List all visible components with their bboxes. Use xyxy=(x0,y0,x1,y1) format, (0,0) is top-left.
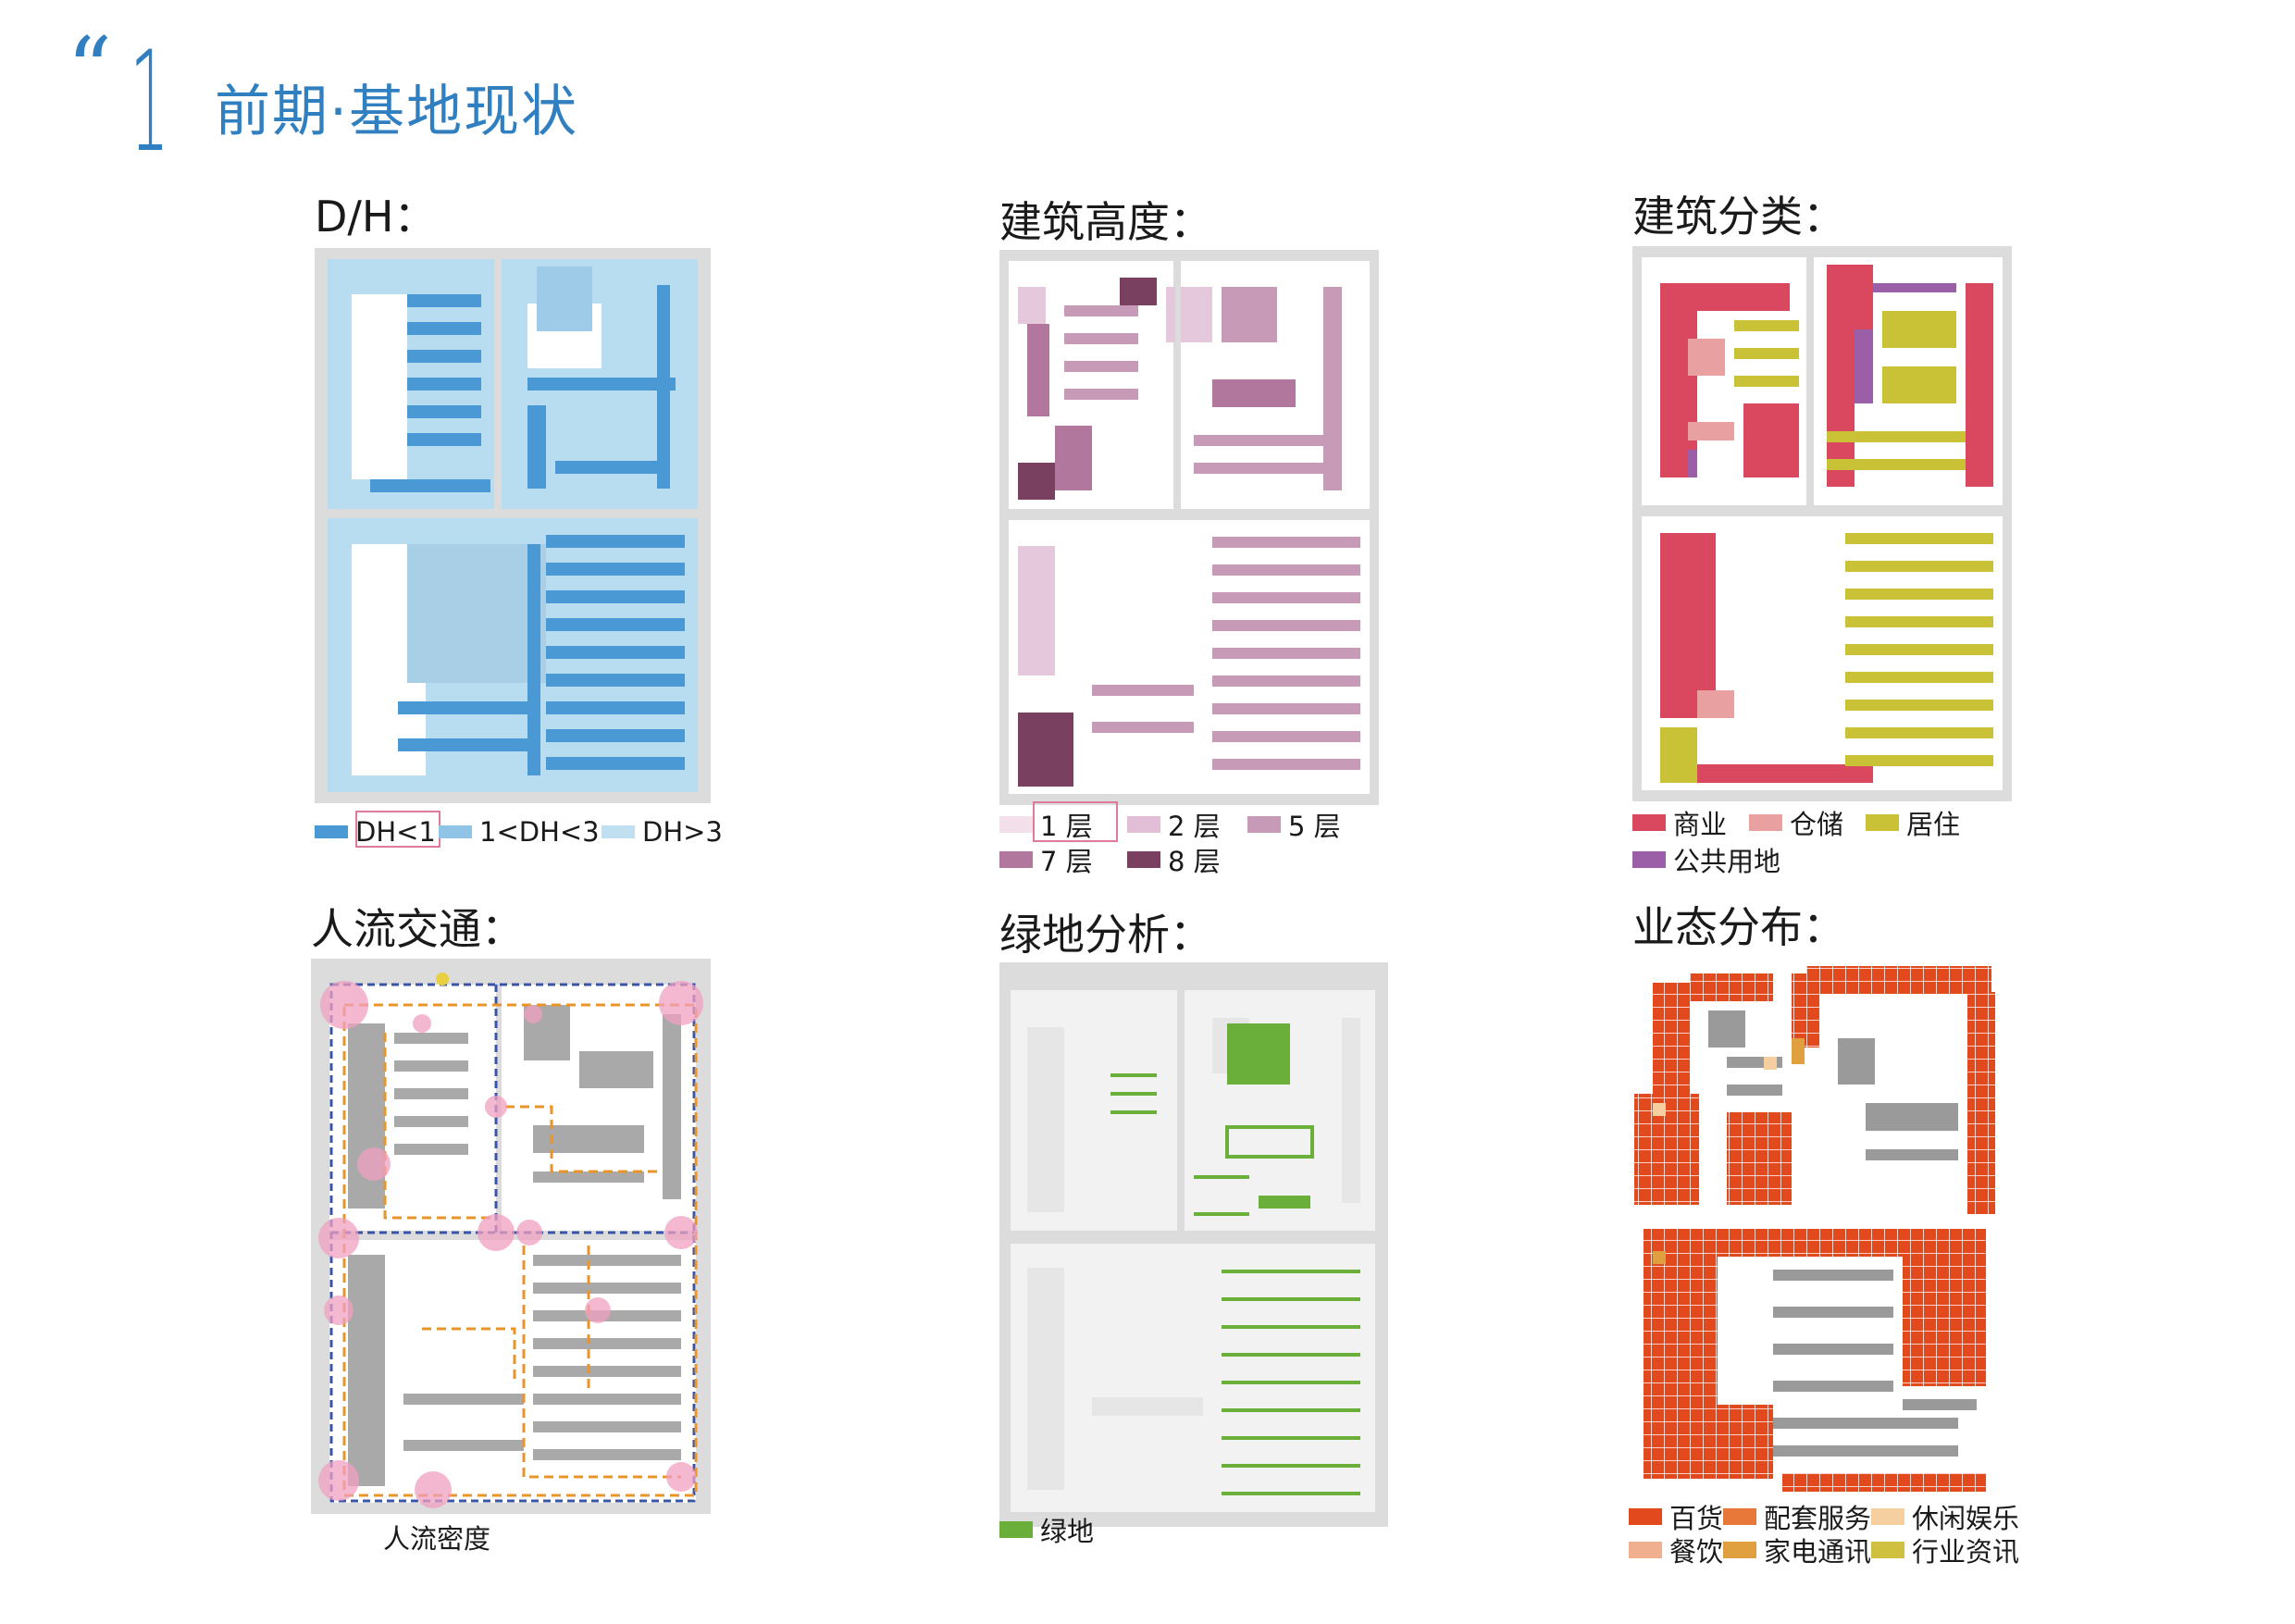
selection-box xyxy=(355,811,440,848)
business-legend-leisure-label: 休闲娱乐 xyxy=(1912,1503,2020,1534)
legend-swatch xyxy=(1723,1542,1756,1558)
legend-swatch xyxy=(999,816,1033,833)
legend-swatch xyxy=(315,825,348,838)
dh-legend-1to3: 1<DH<3 xyxy=(439,816,600,848)
legend-swatch xyxy=(1749,814,1782,831)
dh-legend-gt3-label: DH>3 xyxy=(642,816,723,848)
height-legend-7: 7 层 xyxy=(999,840,1093,879)
legend-swatch xyxy=(602,825,635,838)
business-legend-dept-label: 百货 xyxy=(1669,1503,1724,1534)
green-legend: 绿地 xyxy=(999,1510,1094,1549)
dh-map xyxy=(315,248,711,803)
business-map xyxy=(1625,955,2004,1495)
height-legend-2-label: 2 层 xyxy=(1168,811,1221,842)
height-legend-8: 8 层 xyxy=(1127,840,1221,879)
category-legend-public-label: 公共用地 xyxy=(1673,846,1781,877)
dh-legend-lt1-label: DH<1 xyxy=(355,816,436,848)
height-legend-8-label: 8 层 xyxy=(1168,846,1221,877)
business-legend-appliance-label: 家电通讯 xyxy=(1764,1536,1872,1568)
business-legend-leisure: 休闲娱乐 xyxy=(1871,1497,2019,1536)
category-legend-residential-label: 居住 xyxy=(1906,809,1961,840)
legend-swatch xyxy=(1632,814,1666,831)
category-legend-commercial: 商业 xyxy=(1632,803,1727,842)
dh-legend-1to3-label: 1<DH<3 xyxy=(479,816,600,848)
height-map xyxy=(999,250,1379,805)
category-legend-warehouse: 仓储 xyxy=(1749,803,1843,842)
green-legend-label: 绿地 xyxy=(1040,1516,1095,1547)
legend-swatch xyxy=(1629,1542,1662,1558)
business-legend-food-label: 餐饮 xyxy=(1669,1536,1724,1568)
height-legend-1-label: 1 层 xyxy=(1040,811,1093,842)
business-legend-info: 行业资讯 xyxy=(1871,1531,2019,1569)
green-panel-title: 绿地分析： xyxy=(999,910,1212,960)
traffic-panel-title: 人流交通： xyxy=(311,904,524,954)
legend-swatch xyxy=(1871,1508,1904,1525)
business-legend-service: 配套服务 xyxy=(1723,1497,1871,1536)
quote-mark: “ xyxy=(67,19,113,122)
business-legend-info-label: 行业资讯 xyxy=(1912,1536,2020,1568)
category-legend-residential: 居住 xyxy=(1866,803,1960,842)
legend-swatch xyxy=(999,851,1033,868)
traffic-map-drawing xyxy=(318,973,703,1508)
category-legend-commercial-label: 商业 xyxy=(1673,809,1728,840)
height-map-drawing xyxy=(999,250,1379,794)
legend-swatch xyxy=(1127,816,1160,833)
legend-swatch xyxy=(1723,1508,1756,1525)
height-legend-5-label: 5 层 xyxy=(1288,811,1341,842)
green-map-drawing xyxy=(1011,990,1375,1512)
category-legend-warehouse-label: 仓储 xyxy=(1790,809,1844,840)
green-map xyxy=(999,962,1388,1527)
category-map-drawing xyxy=(1632,246,2012,790)
page-title: 前期·基地现状 xyxy=(215,80,579,144)
selection-box xyxy=(1033,801,1118,842)
business-panel-title: 业态分布： xyxy=(1632,902,1845,952)
legend-swatch xyxy=(1247,816,1281,833)
legend-swatch xyxy=(999,1521,1033,1538)
height-legend-1: 1 层 xyxy=(999,805,1093,844)
legend-swatch xyxy=(1871,1542,1904,1558)
business-legend-food: 餐饮 xyxy=(1629,1531,1723,1569)
legend-swatch xyxy=(1866,814,1899,831)
dh-legend-gt3: DH>3 xyxy=(602,816,723,848)
traffic-map xyxy=(311,959,711,1514)
legend-swatch xyxy=(1127,851,1160,868)
business-legend-service-label: 配套服务 xyxy=(1764,1503,1872,1534)
legend-swatch xyxy=(1632,851,1666,868)
section-number: 1 xyxy=(130,22,169,183)
height-panel-title: 建筑高度： xyxy=(999,197,1212,247)
business-legend-dept: 百货 xyxy=(1629,1497,1723,1536)
legend-swatch xyxy=(439,825,472,838)
category-map xyxy=(1632,246,2012,801)
business-map-drawing xyxy=(1634,966,1995,1492)
dh-panel-title: D/H： xyxy=(315,192,437,242)
dh-legend-lt1: DH<1 xyxy=(315,816,436,848)
category-panel-title: 建筑分类： xyxy=(1632,192,1845,242)
height-legend-5: 5 层 xyxy=(1247,805,1341,844)
business-legend-appliance: 家电通讯 xyxy=(1723,1531,1871,1569)
height-legend-7-label: 7 层 xyxy=(1040,846,1093,877)
legend-swatch xyxy=(1629,1508,1662,1525)
category-legend-public: 公共用地 xyxy=(1632,840,1780,879)
height-legend-2: 2 层 xyxy=(1127,805,1221,844)
traffic-caption: 人流密度 xyxy=(383,1523,491,1555)
dh-map-drawing xyxy=(315,248,711,792)
